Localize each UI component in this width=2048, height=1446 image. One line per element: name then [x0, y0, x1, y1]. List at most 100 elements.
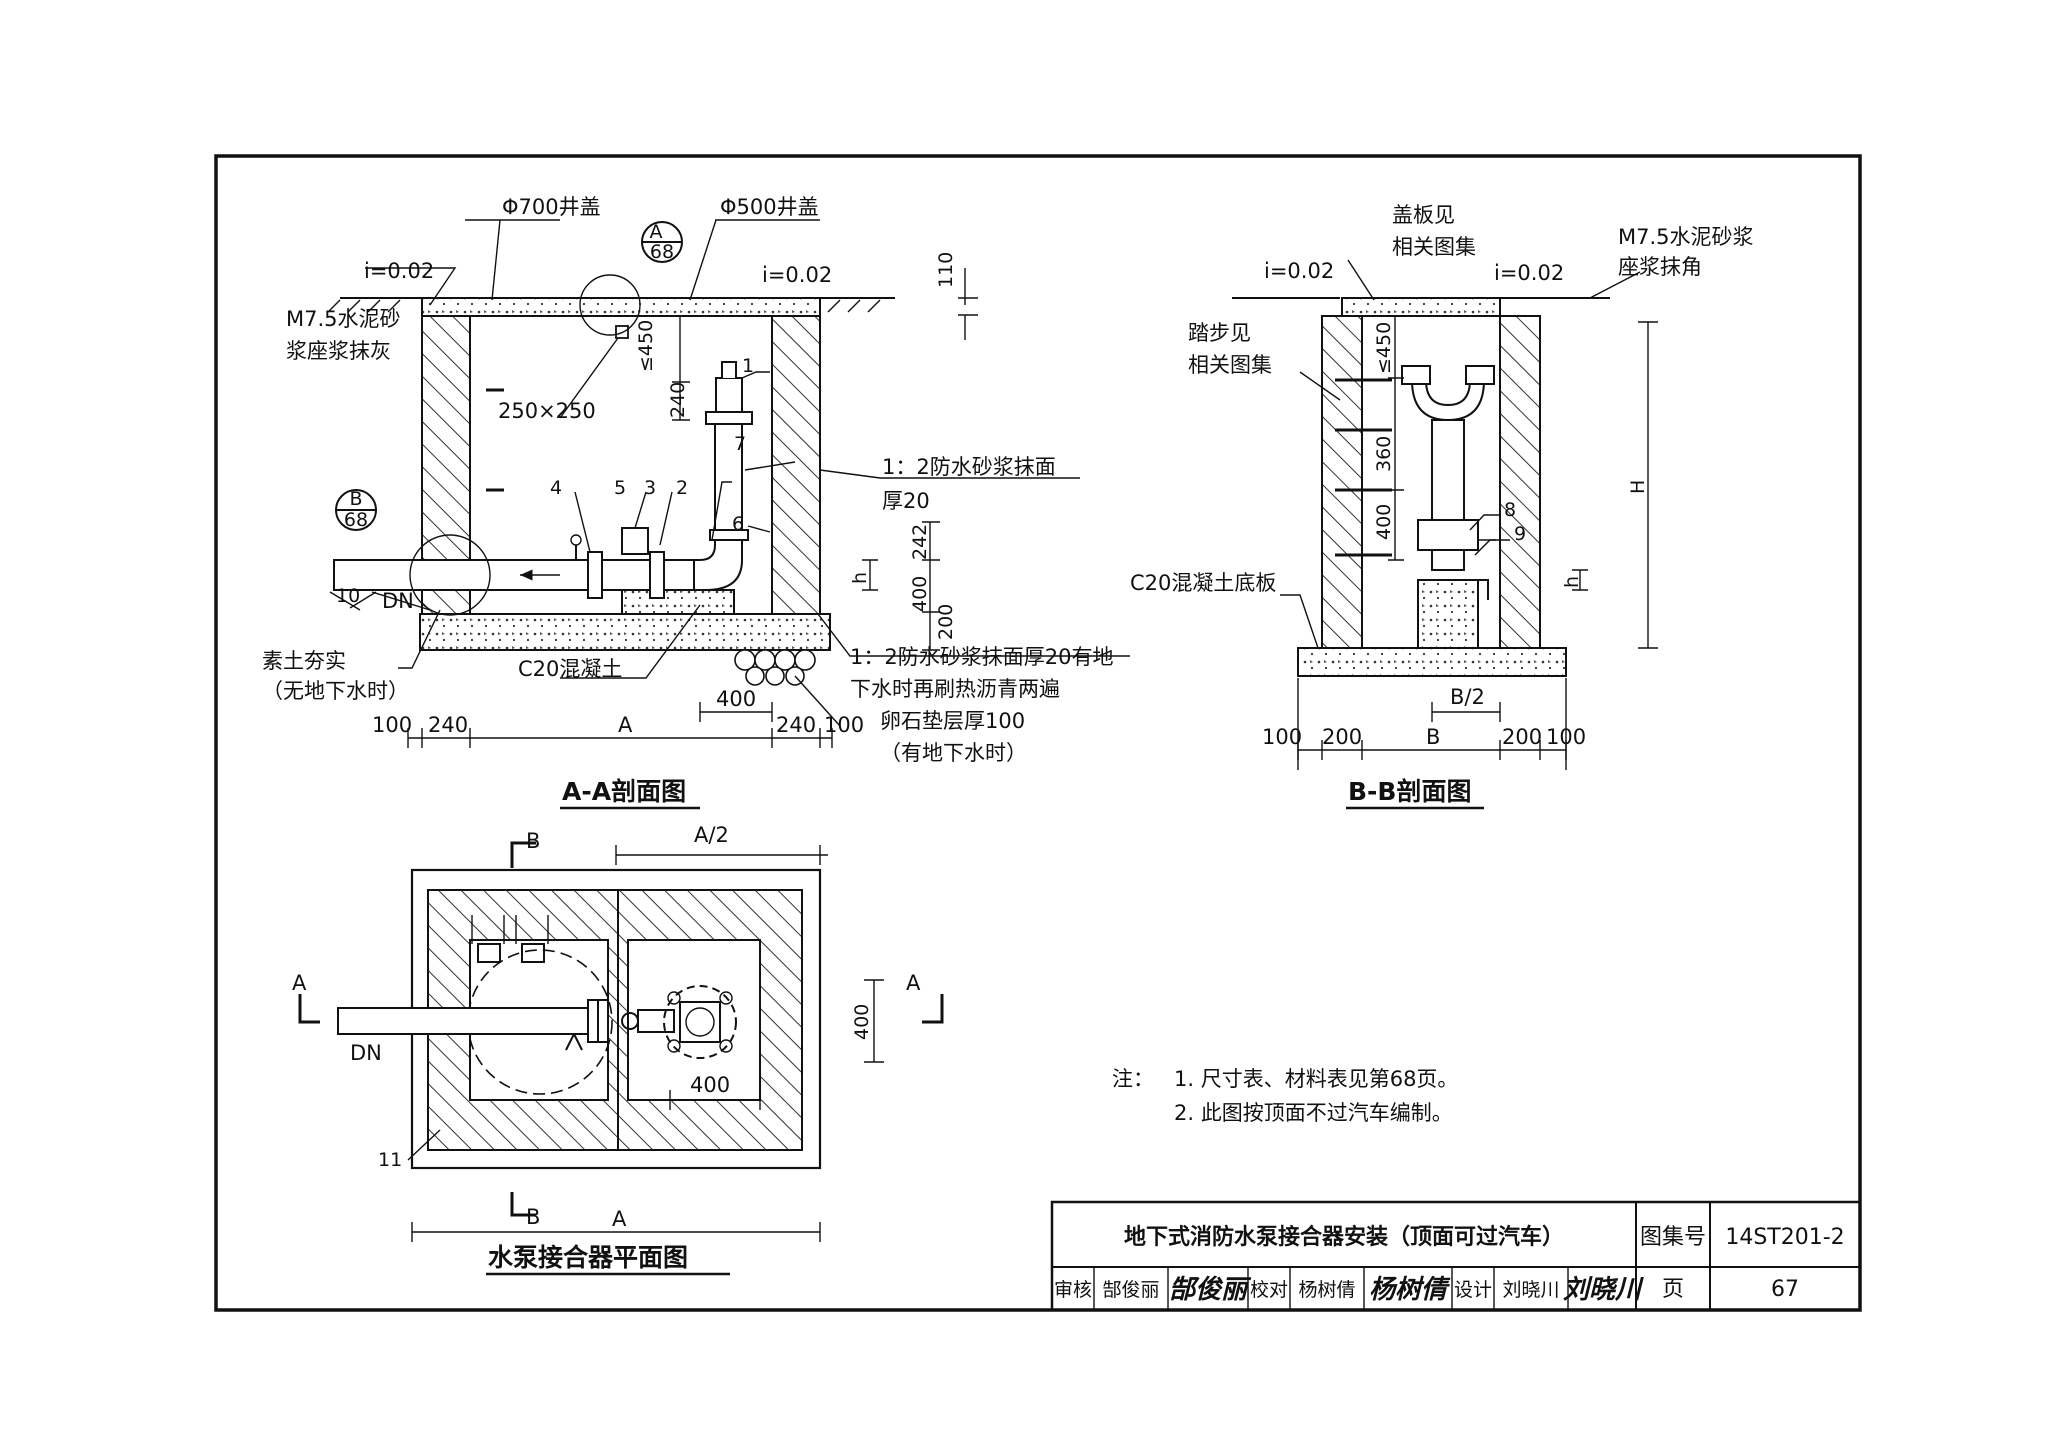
- label-dim-200-left-bb: 200: [1322, 725, 1362, 749]
- label-slope-right-bb: i=0.02: [1494, 261, 1564, 285]
- reviewer-signature: 郜俊丽: [1169, 1275, 1252, 1305]
- label-dim-400-bb: 400: [1373, 504, 1395, 540]
- ref-a68-top: A: [650, 221, 663, 243]
- item-3: 3: [644, 477, 656, 499]
- item-6: 6: [732, 513, 744, 535]
- checker-signature: 杨树倩: [1369, 1275, 1451, 1305]
- label-dim-H: H: [1627, 480, 1649, 494]
- plan-connector-circle: [663, 985, 737, 1059]
- label-dim-200-right-bb: 200: [1502, 725, 1542, 749]
- item-9: 9: [1514, 523, 1526, 545]
- title-section-aa: A-A剖面图: [562, 777, 686, 806]
- label-dn-aa: DN: [382, 589, 414, 613]
- step-rungs-aa: [486, 388, 504, 492]
- section-mark-a-left: [298, 994, 320, 1024]
- label-soil-2: （无地下水时）: [262, 679, 409, 703]
- label-dim-242: 242: [909, 524, 931, 560]
- support-block-aa: [621, 589, 735, 615]
- plan-section-b-bottom: B: [526, 1205, 540, 1229]
- label-mortar-aa-2: 浆座浆抹灰: [286, 339, 391, 363]
- cover-slab-bb: [1341, 297, 1501, 317]
- section-aa: [327, 219, 1130, 748]
- checker-name: 杨树倩: [1298, 1279, 1355, 1301]
- base-slab-aa: [419, 613, 831, 651]
- label-cover-bb-1: 盖板见: [1392, 203, 1455, 227]
- label-dim-400-h: 400: [716, 687, 756, 711]
- atlas-label: 图集号: [1640, 1225, 1706, 1250]
- ref-a68-bottom: 68: [650, 241, 674, 263]
- label-waterproof-4: 下水时再刷热沥青两遍: [850, 677, 1060, 701]
- inlet-pipe-aa: [333, 559, 695, 591]
- ref-b68-bottom: 68: [344, 509, 368, 531]
- label-opening-size: 250×250: [498, 399, 596, 423]
- detail-circle-b: [409, 534, 491, 616]
- label-dim-100-right-bb: 100: [1546, 725, 1586, 749]
- sheet-border: [214, 154, 1862, 1312]
- label-waterproof-3: 1：2防水砂浆抹面厚20有地: [850, 645, 1113, 669]
- label-dim-100-left: 100: [372, 713, 412, 737]
- item-10: 10: [336, 585, 360, 607]
- label-waterproof-2: 厚20: [882, 489, 930, 513]
- title-section-bb: B-B剖面图: [1348, 777, 1472, 806]
- section-bb: [1232, 259, 1658, 770]
- label-dim-240-aa: 240: [667, 382, 689, 418]
- label-dim-200: 200: [935, 604, 957, 640]
- label-dim-100-right: 100: [824, 713, 864, 737]
- label-dim-h-aa: h: [849, 572, 871, 584]
- label-dim-240-right: 240: [776, 713, 816, 737]
- item-1: 1: [742, 355, 754, 377]
- item-5: 5: [614, 477, 626, 499]
- plan-view: [298, 841, 944, 1242]
- label-cover-bb-2: 相关图集: [1392, 235, 1476, 259]
- label-gravel-2: （有地下水时）: [880, 741, 1027, 765]
- item-8: 8: [1504, 499, 1516, 521]
- label-c20-aa: C20混凝土: [518, 657, 622, 681]
- label-mortar-bb-2: 座浆抹角: [1618, 255, 1702, 279]
- section-mark-b-top: [510, 841, 536, 868]
- designer-signature: 刘晓川: [1563, 1275, 1644, 1305]
- item-7: 7: [734, 433, 746, 455]
- label-dim-450-bb: ≤450: [1373, 322, 1395, 374]
- label-gravel-1: 卵石垫层厚100: [880, 709, 1025, 733]
- label-dim-b: B: [1426, 725, 1440, 749]
- label-dim-100-left-bb: 100: [1262, 725, 1302, 749]
- title-block-title: 地下式消防水泵接合器安装（顶面可过汽车）: [1124, 1224, 1564, 1250]
- label-step-2: 相关图集: [1188, 353, 1272, 377]
- note-1: 1. 尺寸表、材料表见第68页。: [1174, 1067, 1458, 1091]
- atlas-number: 14ST201-2: [1725, 1225, 1844, 1250]
- label-dim-b2: B/2: [1450, 685, 1485, 709]
- label-slope-left-bb: i=0.02: [1264, 259, 1334, 283]
- label-dim-450-aa: ≤450: [635, 320, 657, 372]
- section-mark-a-right: [922, 994, 944, 1024]
- item-4: 4: [550, 477, 562, 499]
- label-dim-400-v: 400: [909, 576, 931, 612]
- label-dim-360: 360: [1373, 436, 1395, 472]
- plan-dim-400-h: 400: [690, 1073, 730, 1097]
- plan-dim-400-v: 400: [851, 1004, 873, 1040]
- plan-label-dn: DN: [350, 1041, 382, 1065]
- label-c20-bb: C20混凝土底板: [1130, 571, 1276, 595]
- label-slope-right-aa: i=0.02: [762, 263, 832, 287]
- left-wall-bb: [1321, 315, 1363, 649]
- label-cover-700: Φ700井盖: [502, 195, 601, 219]
- review-label: 审核: [1054, 1279, 1092, 1301]
- label-step-1: 踏步见: [1188, 321, 1251, 345]
- plan-section-a-right: A: [906, 971, 921, 995]
- title-plan: 水泵接合器平面图: [488, 1243, 688, 1272]
- label-cover-500: Φ500井盖: [720, 195, 819, 219]
- title-block: [1050, 1200, 1862, 1312]
- reviewer-name: 郜俊丽: [1102, 1279, 1159, 1301]
- step-rungs-bb: [1335, 378, 1392, 557]
- label-dim-240-left: 240: [428, 713, 468, 737]
- page-label: 页: [1662, 1277, 1684, 1302]
- plan-item-11: 11: [378, 1149, 402, 1171]
- support-block-bb: [1417, 579, 1479, 649]
- label-dim-110: 110: [935, 252, 957, 288]
- label-mortar-bb-1: M7.5水泥砂浆: [1618, 225, 1754, 249]
- label-waterproof-1: 1：2防水砂浆抹面: [882, 455, 1056, 479]
- connector-head-aa: [715, 377, 743, 413]
- section-mark-b-bottom: [510, 1192, 536, 1217]
- plan-pipe: [337, 1007, 607, 1035]
